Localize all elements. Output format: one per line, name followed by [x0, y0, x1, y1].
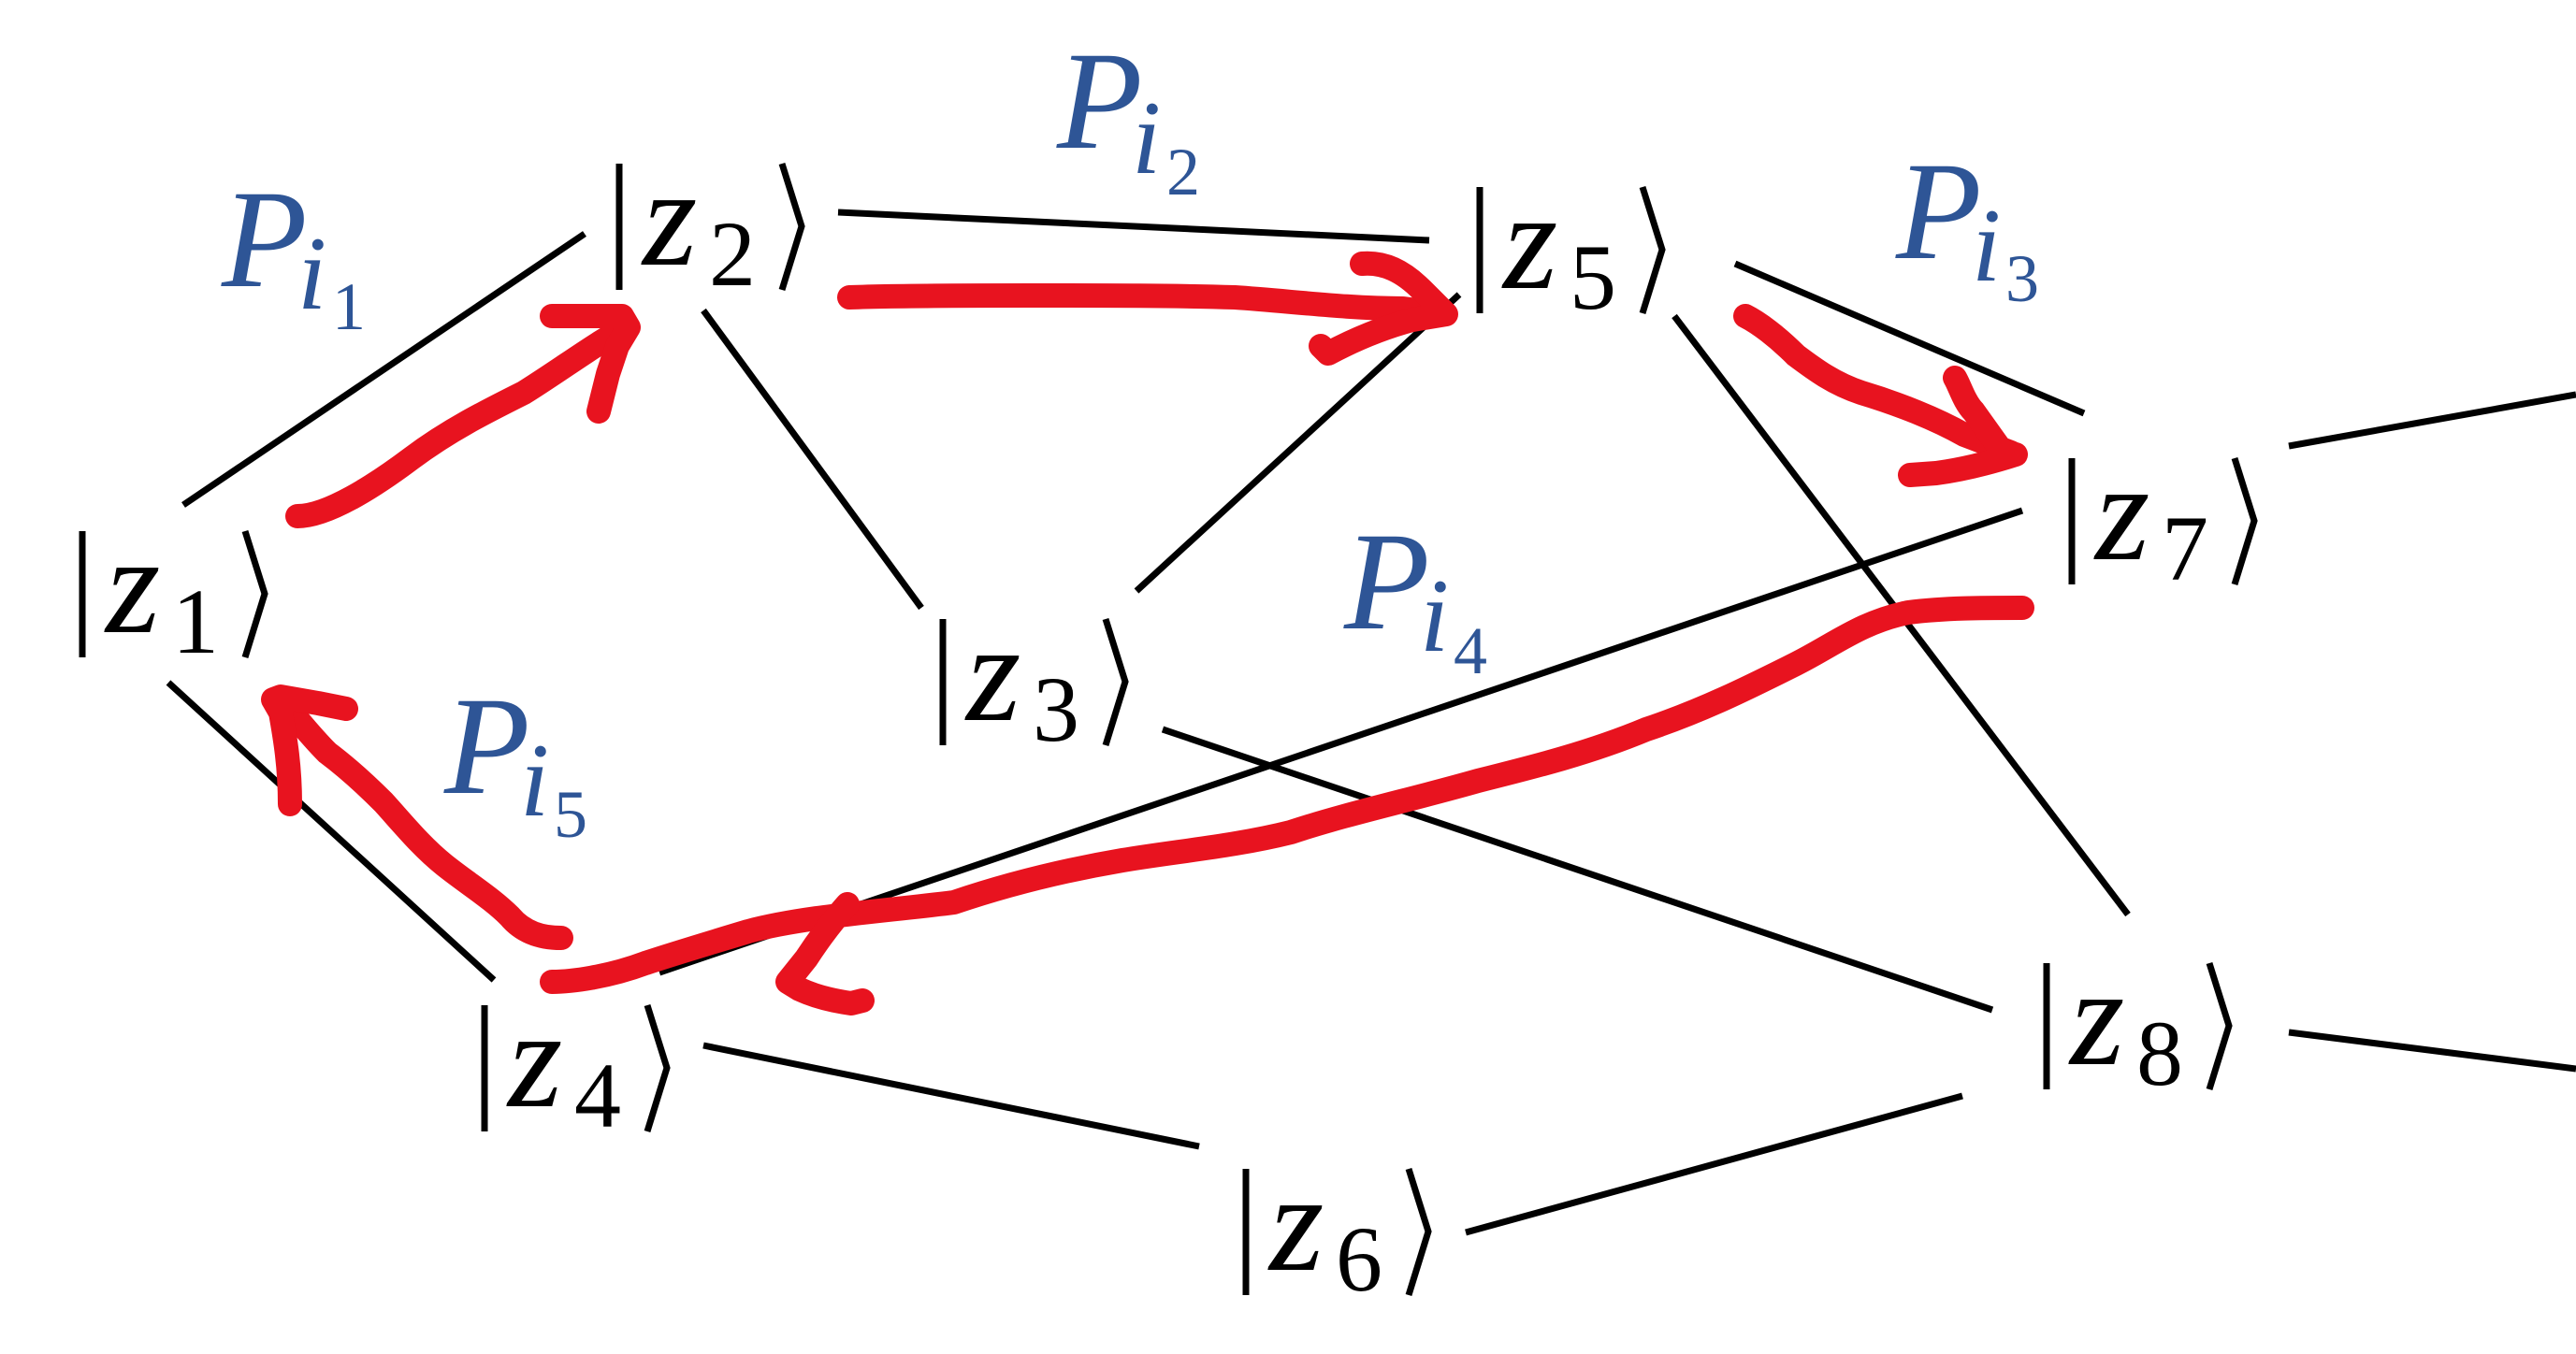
- label-p-i4: P i 4: [1343, 504, 1487, 688]
- label-symbol: P: [1343, 504, 1430, 659]
- ket-z7: z 7: [2068, 435, 2258, 600]
- ket-symbol: z: [1501, 164, 1557, 319]
- ket-z8: z 8: [2043, 940, 2233, 1105]
- arrow-shaft: [540, 596, 2034, 994]
- graph-edges: [166, 209, 2576, 1236]
- arrow-head: [1309, 251, 1458, 366]
- ket-symbol: z: [1267, 1145, 1324, 1301]
- label-p-i5: P i 5: [443, 669, 587, 852]
- label-symbol: P: [1056, 23, 1143, 179]
- edge-z6-z8: [1465, 1092, 1963, 1236]
- ket-symbol: z: [2093, 435, 2149, 590]
- ket-angle: [1405, 1167, 1432, 1297]
- ket-index: 2: [709, 202, 756, 306]
- arrow-shaft: [1733, 304, 2023, 465]
- label-p-i1: P i 1: [221, 162, 366, 344]
- ket-z3: z 3: [939, 596, 1129, 761]
- ket-angle: [778, 162, 805, 292]
- arrow-z5-to-z7: [1733, 304, 2028, 487]
- ket-angle: [1102, 617, 1129, 747]
- edge-z1-z2: [181, 231, 586, 508]
- ket-angle: [1639, 185, 1666, 315]
- ket-index: 1: [172, 569, 219, 673]
- ket-index: 3: [1033, 657, 1079, 761]
- label-sub: i: [297, 216, 326, 332]
- label-p-i3: P i 3: [1895, 134, 2039, 316]
- label-subsub: 1: [332, 269, 366, 344]
- label-subsub: 2: [1166, 135, 1200, 209]
- edge-z5-z7: [1733, 260, 2086, 417]
- arrow-z4-to-z1: [261, 684, 573, 950]
- ket-index: 8: [2136, 1001, 2183, 1105]
- label-subsub: 4: [1454, 613, 1487, 688]
- ket-z2: z 2: [615, 140, 805, 306]
- arrow-shaft: [837, 283, 1456, 326]
- label-sub: i: [1420, 558, 1449, 674]
- arrow-z7-to-z4: [540, 596, 2034, 1016]
- edge-z8-out: [2288, 1029, 2576, 1073]
- arrow-head: [261, 684, 358, 816]
- path-arrows: [261, 251, 2034, 1016]
- ket-z6: z 6: [1242, 1145, 1432, 1311]
- ket-index: 5: [1570, 225, 1616, 329]
- ket-angle: [2231, 456, 2258, 586]
- label-subsub: 5: [554, 777, 587, 852]
- ket-nodes: z 1 z 2 z 3 z 4 z 5: [79, 140, 2258, 1311]
- edge-z3-z8: [1161, 726, 1994, 1014]
- arrow-head: [775, 892, 875, 1016]
- label-p-i2: P i 2: [1056, 23, 1200, 209]
- edge-z3-z5: [1134, 292, 1462, 594]
- ket-index: 6: [1336, 1207, 1382, 1311]
- label-symbol: P: [221, 162, 308, 317]
- ket-angle: [644, 1003, 671, 1133]
- ket-z1: z 1: [79, 508, 268, 673]
- ket-symbol: z: [964, 596, 1020, 751]
- arrow-z1-to-z2: [285, 304, 641, 528]
- edge-z2-z3: [701, 308, 924, 611]
- arrow-head: [1898, 366, 2028, 487]
- ket-symbol: z: [641, 140, 697, 295]
- ket-z4: z 4: [481, 982, 671, 1147]
- edge-z4-z6: [702, 1042, 1200, 1150]
- label-symbol: P: [443, 669, 530, 824]
- path-labels: P i 1 P i 2 P i 3 P i 4 P i 5: [221, 23, 2039, 852]
- label-subsub: 3: [2005, 241, 2039, 316]
- arrow-shaft: [268, 687, 573, 950]
- ket-index: 7: [2162, 497, 2208, 600]
- edge-z7-out: [2288, 391, 2576, 450]
- edge-z4-z7: [658, 507, 2024, 976]
- ket-z5: z 5: [1476, 164, 1666, 329]
- label-sub: i: [1972, 188, 2001, 304]
- label-symbol: P: [1895, 134, 1982, 289]
- ket-symbol: z: [506, 982, 562, 1137]
- ket-index: 4: [574, 1044, 621, 1147]
- edge-z2-z5: [837, 209, 1430, 244]
- ket-symbol: z: [2068, 940, 2124, 1095]
- arrow-head: [540, 304, 641, 424]
- arrow-shaft: [285, 315, 639, 528]
- label-sub: i: [520, 723, 549, 839]
- ket-angle: [2206, 961, 2233, 1091]
- edge-z1-z4: [166, 680, 497, 983]
- label-sub: i: [1132, 80, 1161, 196]
- ket-symbol: z: [104, 508, 160, 663]
- ket-angle: [241, 529, 268, 659]
- arrow-z2-to-z5: [837, 251, 1458, 366]
